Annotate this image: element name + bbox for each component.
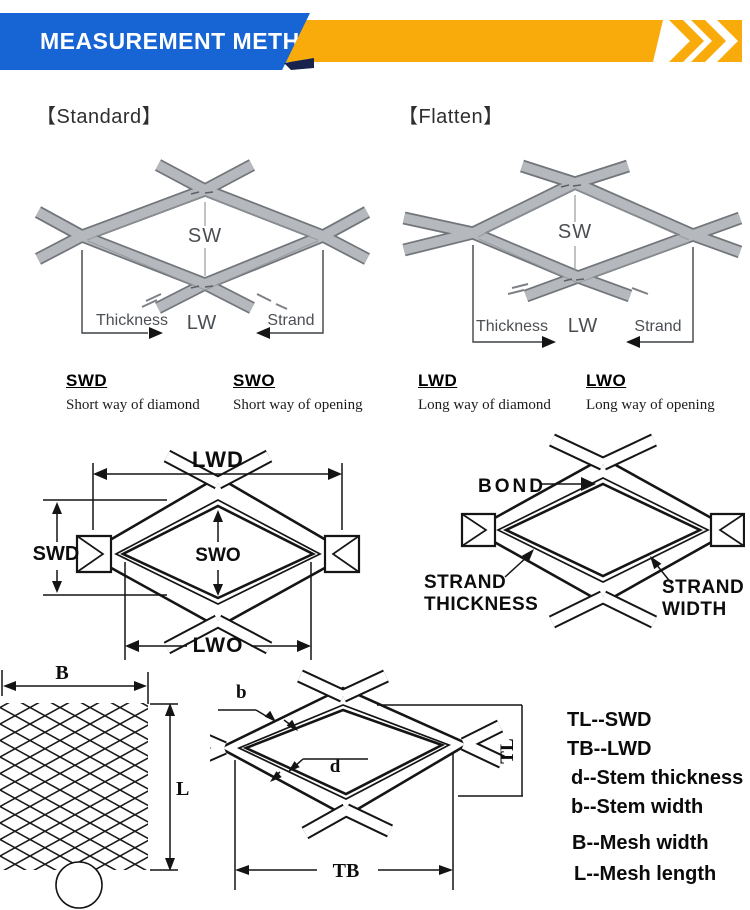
mesh-length-label: L [176, 778, 189, 800]
arrow-down-icon [213, 584, 223, 596]
arrow-left-icon [3, 681, 16, 691]
arrow-down-icon [52, 581, 62, 593]
arrow-up-icon [52, 502, 62, 514]
definition-description: Long way of opening [586, 397, 715, 413]
sw-label: SW [558, 221, 592, 243]
mesh-sheet-diagram: B L [0, 662, 189, 909]
detail-diagram: b d TL TB [210, 669, 523, 890]
lwd-label: LWD [192, 447, 244, 472]
lw-label: LW [187, 312, 218, 334]
arrow-up-right-icon [522, 549, 534, 562]
chevron-right-icon [669, 20, 704, 62]
standard-heading: 【Standard】 [36, 106, 163, 128]
arrow-down-left-icon [288, 761, 300, 772]
definition-term: SWD [66, 371, 108, 390]
strand-width-label: WIDTH [662, 599, 727, 620]
definition-description: Short way of opening [233, 397, 363, 413]
arrow-right-icon [149, 327, 163, 339]
page-title: MEASUREMENT METHODS [40, 28, 352, 54]
lw-label: LW [568, 315, 599, 337]
legend: TL--SWD TB--LWD d--Stem thickness b--Ste… [567, 706, 749, 889]
strand-thickness-label: STRAND [424, 572, 506, 593]
strand-label: Strand [267, 312, 314, 329]
arrow-up-left-icon [650, 556, 662, 570]
tl-label: TL [497, 738, 518, 763]
yellow-end-block [717, 20, 742, 62]
arrow-right-icon [542, 336, 556, 348]
definition-description: Long way of diamond [418, 397, 551, 413]
arrow-left-icon [235, 865, 249, 875]
definition-description: Short way of diamond [66, 397, 200, 413]
lwo-label: LWO [193, 634, 244, 657]
definition-term: LWO [586, 371, 627, 390]
bond-label: BOND [478, 476, 546, 497]
mesh-width-label: B [55, 662, 68, 684]
arrow-up-icon [213, 510, 223, 522]
arrow-up-icon [165, 703, 175, 716]
definition-term: SWO [233, 371, 276, 390]
arrow-left-icon [125, 640, 139, 652]
strand-thickness-label: THICKNESS [424, 594, 538, 615]
arrow-left-icon [256, 327, 270, 339]
thickness-label: Thickness [476, 318, 548, 335]
banner-dark-wedge [284, 58, 314, 70]
legend-item: d--Stem thickness [571, 767, 744, 789]
bond-diagram: BOND STRAND THICKNESS STRAND WIDTH [424, 433, 745, 629]
header-banner: MEASUREMENT METHODS [0, 13, 310, 70]
flatten-heading: 【Flatten】 [398, 106, 504, 128]
strand-width-label: STRAND [662, 577, 744, 598]
magnifier-circle [55, 861, 103, 909]
standard-mesh-diagram: SW LW Thickness Strand [34, 159, 371, 339]
legend-item: L--Mesh length [574, 863, 717, 885]
arrow-right-icon [581, 477, 596, 491]
legend-item: B--Mesh width [572, 832, 709, 854]
flatten-mesh-diagram: SW LW Thickness Strand [402, 159, 742, 348]
mesh-pattern [0, 703, 148, 870]
legend-item: TL--SWD [567, 709, 652, 731]
tb-label: TB [333, 860, 360, 882]
arrow-right-icon [297, 640, 311, 652]
arrow-right-icon [439, 865, 453, 875]
legend-item: b--Stem width [571, 796, 704, 818]
arrow-left-icon [93, 468, 107, 480]
stem-thickness-label: d [330, 756, 341, 777]
definition-term: LWD [418, 371, 458, 390]
chevron-right-icon [691, 20, 726, 62]
arrow-right-icon [328, 468, 342, 480]
arrow-down-right-icon [264, 710, 276, 722]
dimension-diagram: LWD SWD SWO LWO [33, 447, 361, 660]
yellow-bar-shape [285, 20, 663, 62]
arrow-down-left-icon [270, 771, 282, 782]
thickness-label: Thickness [96, 312, 168, 329]
legend-item: TB--LWD [567, 738, 652, 760]
arrow-down-icon [165, 858, 175, 871]
swd-label: SWD [33, 543, 80, 565]
strand-label: Strand [634, 318, 681, 335]
banner-yellow-bar [285, 20, 742, 62]
arrow-down-right-icon [286, 719, 298, 731]
arrow-left-icon [626, 336, 640, 348]
sw-label: SW [188, 225, 222, 247]
swo-label: SWO [195, 545, 240, 566]
arrow-right-icon [134, 681, 147, 691]
stem-width-label: b [236, 682, 247, 703]
